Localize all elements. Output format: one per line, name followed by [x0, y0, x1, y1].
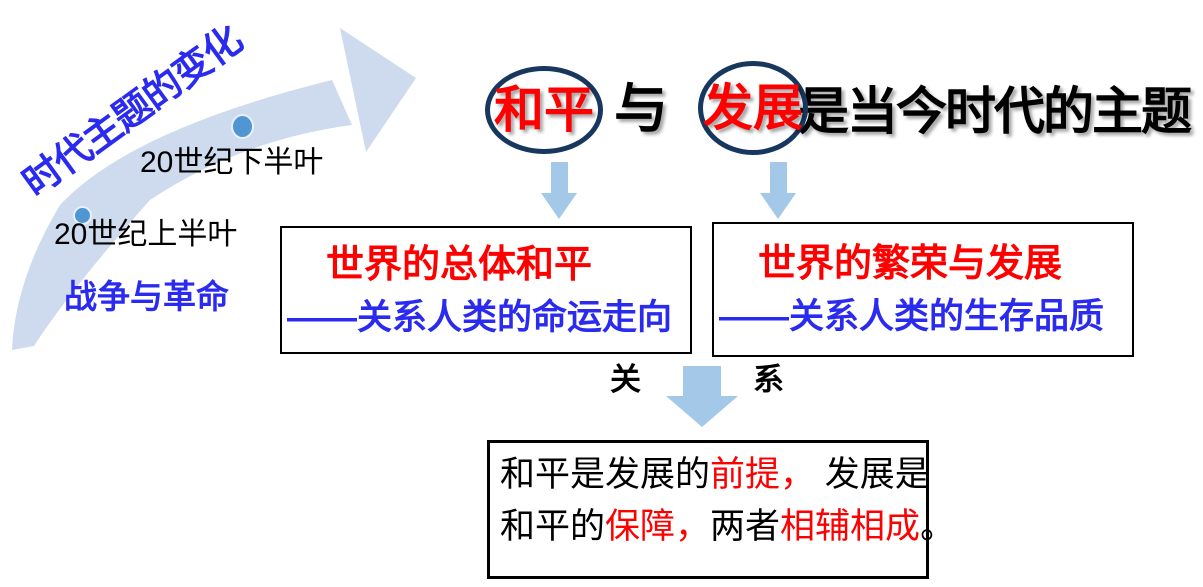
- conclusion-line-1: 和平是发展的前提， 发展是: [500, 449, 930, 501]
- branch-box-peace: 世界的总体和平 ——关系人类的命运走向: [280, 226, 692, 354]
- conclusion-segment: 。: [920, 507, 956, 546]
- title-rest: 是当今时代的主题: [798, 83, 1192, 140]
- conclusion-segment: 两者: [710, 507, 781, 546]
- branch-title-development: 世界的繁荣与发展: [758, 243, 1063, 285]
- relation-char-left: 关: [610, 362, 641, 397]
- relation-char-right: 系: [753, 362, 784, 397]
- branch-desc-peace: ——关系人类的命运走向: [287, 297, 673, 337]
- timeline-dot-upper-icon: [231, 114, 254, 139]
- conclusion-box: 和平是发展的前提， 发展是 和平的保障，两者相辅相成。: [487, 440, 955, 579]
- conclusion-segment: 发展是: [815, 455, 930, 494]
- timeline-theme-lower: 战争与革命: [64, 278, 229, 315]
- arrow-shaft: [551, 162, 568, 193]
- term-peace: 和平: [494, 82, 594, 138]
- conclusion-segment: 和平是发展的: [500, 455, 711, 494]
- arrow-head: [541, 193, 577, 219]
- branch-desc-development: ——关系人类的生存品质: [719, 297, 1105, 336]
- relation-arrow-icon: [666, 366, 738, 427]
- ellipse-development: 发展: [698, 61, 808, 155]
- conclusion-segment-highlight: 保障，: [605, 507, 711, 546]
- ellipse-peace: 和平: [485, 66, 603, 154]
- branch-box-development: 世界的繁荣与发展 ——关系人类的生存品质: [712, 222, 1134, 357]
- branch-title-peace: 世界的总体和平: [326, 243, 593, 286]
- arrow-head: [760, 193, 796, 219]
- term-development: 发展: [703, 80, 803, 136]
- arrow-shaft: [683, 366, 721, 396]
- trend-arrow-head: [340, 28, 416, 152]
- conclusion-segment-highlight: 前提，: [710, 455, 816, 494]
- title-conjunction: 与: [614, 79, 668, 139]
- down-arrow-right-icon: [760, 162, 797, 219]
- conclusion-line-2: 和平的保障，两者相辅相成。: [500, 501, 955, 553]
- conclusion-segment: 和平的: [500, 507, 606, 546]
- timeline-dot-lower-icon: [73, 206, 92, 225]
- conclusion-segment-highlight: 相辅相成: [780, 507, 921, 546]
- down-arrow-left-icon: [541, 162, 578, 219]
- arrow-shaft: [770, 162, 787, 193]
- arrow-head: [666, 396, 738, 427]
- timeline-label-lower: 20世纪上半叶: [54, 218, 238, 251]
- timeline-label-upper: 20世纪下半叶: [140, 146, 324, 179]
